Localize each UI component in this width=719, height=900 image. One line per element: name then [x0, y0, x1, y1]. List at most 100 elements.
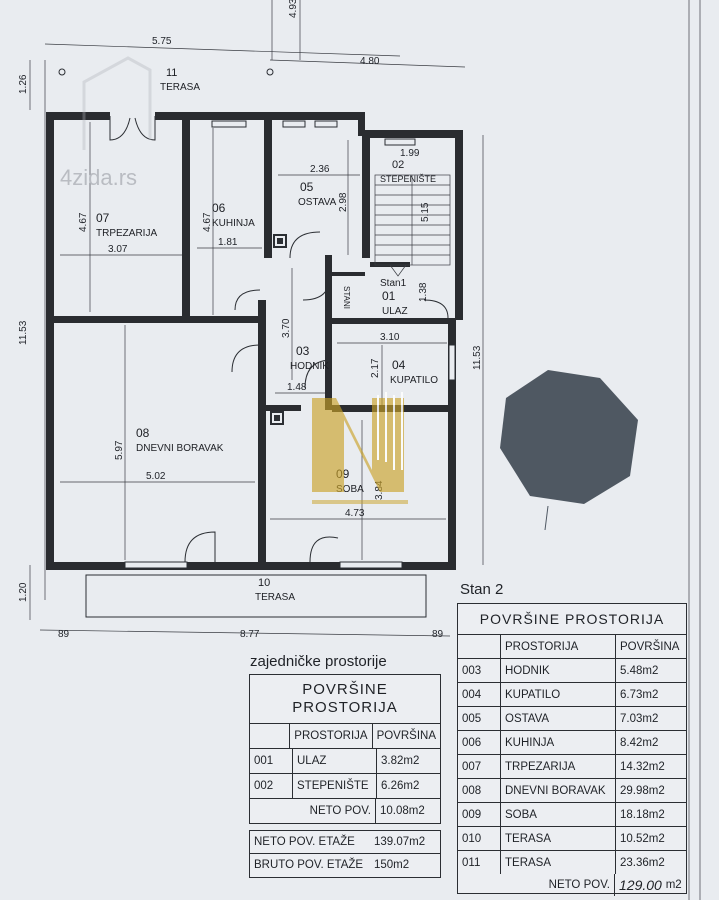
floor-net-value: 139.07m2 — [374, 836, 426, 848]
row-area: 5.48m2 — [620, 664, 659, 677]
dim-r08-w: 5.02 — [146, 471, 166, 482]
dim-right-mid: 11.53 — [472, 345, 483, 370]
row-number: 006 — [458, 731, 501, 754]
room-10-name: TERASA — [255, 592, 295, 603]
room-04-number: 04 — [392, 358, 406, 372]
room-03-name: HODNIK — [290, 361, 329, 372]
row-area: 3.82m2 — [381, 755, 420, 767]
apartment-net-row: NETO POV. 129.00 m2 — [458, 874, 686, 896]
row-number: 004 — [458, 683, 501, 706]
row-room: OSTAVA — [501, 707, 616, 730]
apartment-table-header: PROSTORIJA POVRŠINA — [458, 635, 686, 659]
floor-net-label: NETO POV. ETAŽE — [254, 836, 355, 848]
dim-r05-h: 2.98 — [338, 192, 349, 212]
room-06-name: KUHINJA — [212, 218, 255, 229]
room-11-name: TERASA — [160, 82, 200, 93]
row-number: 008 — [458, 779, 501, 802]
room-08-number: 08 — [136, 426, 150, 440]
dim-bottom-left: 89 — [58, 629, 70, 640]
room-05-name: OSTAVA — [298, 197, 337, 208]
apartment-table-title: POVRŠINE PROSTORIJA — [458, 604, 686, 635]
dim-top-total: 5.75 — [152, 36, 172, 47]
dim-r09-w: 4.73 — [345, 508, 365, 519]
row-room: TRPEZARIJA — [501, 755, 616, 778]
column-marker — [58, 68, 66, 76]
apartment-rooms-table: POVRŠINE PROSTORIJA PROSTORIJA POVRŠINA … — [457, 603, 687, 896]
row-number: 007 — [458, 755, 501, 778]
row-number: 010 — [458, 827, 501, 850]
row-area: 6.73m2 — [620, 688, 659, 701]
room-02-name: STEPENIŠTE — [380, 174, 436, 184]
terrace-bottom-outline — [85, 574, 427, 618]
room-05-number: 05 — [300, 180, 314, 194]
room-07-number: 07 — [96, 211, 110, 225]
room-03-number: 03 — [296, 344, 310, 358]
floor-gross-value: 150m2 — [374, 859, 410, 871]
room-02-number: 02 — [392, 159, 404, 171]
room-01-number: 01 — [382, 289, 396, 303]
table-row: 002 STEPENIŠTE 6.26m2 — [250, 774, 440, 799]
dim-r03-w: 1.48 — [287, 382, 307, 393]
staircase — [374, 174, 451, 277]
dim-r02-w: 1.99 — [400, 148, 420, 159]
row-area: 14.32m2 — [620, 760, 665, 773]
apartment-net-value: 129.00 — [619, 877, 662, 893]
row-room: TERASA — [501, 851, 616, 874]
row-number: 001 — [250, 749, 293, 773]
dim-r07-h: 4.67 — [78, 212, 89, 232]
room-09-name: SOBA — [336, 484, 364, 495]
dimension-lines — [29, 0, 484, 637]
floor-net-row: NETO POV. ETAŽE 139.07m2 — [250, 831, 440, 854]
dim-r01-h: 1.38 — [418, 282, 429, 302]
apartment-col-area: POVRŠINA — [620, 640, 680, 653]
common-rooms-caption: zajedničke prostorije — [250, 653, 387, 670]
common-rooms-table: POVRŠINE PROSTORIJA PROSTORIJA POVRŠINA … — [249, 674, 441, 824]
row-room: ULAZ — [293, 749, 377, 773]
apartment-label: Stan 2 — [460, 581, 503, 598]
row-room: HODNIK — [501, 659, 616, 682]
apartment-col-room: PROSTORIJA — [501, 635, 616, 658]
watermark-4zida: 4zida.rs — [60, 165, 137, 190]
dim-r04-h: 2.17 — [370, 358, 381, 378]
apartment-net-label: NETO POV. — [500, 874, 615, 896]
common-table-net-row: NETO POV. 10.08m2 — [250, 799, 440, 823]
exterior-walls — [46, 112, 463, 570]
chimneys — [270, 234, 287, 425]
row-room: TERASA — [501, 827, 616, 850]
stairs-arrow-label: STANI — [342, 286, 351, 309]
dim-vertical-top: 4.93 — [288, 0, 299, 18]
room-08-name: DNEVNI BORAVAK — [136, 443, 224, 454]
row-room: KUHINJA — [501, 731, 616, 754]
common-net-label: NETO POV. — [292, 799, 376, 823]
row-number: 009 — [458, 803, 501, 826]
ink-hexagon-stroke — [544, 505, 549, 531]
row-area: 10.52m2 — [620, 832, 665, 845]
floor-gross-row: BRUTO POV. ETAŽE 150m2 — [250, 854, 440, 876]
room-06-number: 06 — [212, 201, 226, 215]
dim-r08-h: 5.97 — [114, 440, 125, 460]
agency-logo-watermark — [312, 392, 408, 504]
dim-r05-w: 2.36 — [310, 164, 330, 175]
dim-top-right: 4.80 — [360, 56, 380, 67]
dim-bottom-mid: 8.77 — [240, 629, 260, 640]
row-area: 18.18m2 — [620, 808, 665, 821]
row-number: 011 — [458, 851, 501, 874]
dim-left-top: 1.26 — [18, 74, 29, 94]
row-room: SOBA — [501, 803, 616, 826]
row-area: 6.26m2 — [381, 780, 420, 792]
apartment-net-value-cell: 129.00 m2 — [615, 874, 686, 896]
row-number: 005 — [458, 707, 501, 730]
row-room: STEPENIŠTE — [293, 774, 377, 798]
dim-r02-h: 5.15 — [420, 202, 431, 222]
row-area: 7.03m2 — [620, 712, 659, 725]
dim-r03-h: 3.70 — [281, 318, 292, 338]
stan1-label: Stan1 — [380, 278, 407, 289]
room-01-name: ULAZ — [382, 306, 408, 317]
apartment-net-unit: m2 — [665, 879, 682, 891]
